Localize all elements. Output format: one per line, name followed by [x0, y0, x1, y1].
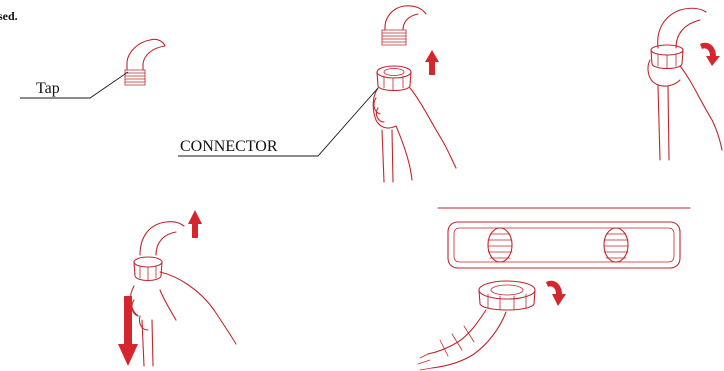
remove-illustration: [129, 221, 237, 367]
inlet-valve-left: [487, 227, 513, 263]
tap-leader-line: [20, 71, 129, 99]
tap-thread: [124, 69, 146, 86]
tap-illustration: [124, 38, 166, 86]
rotate-clockwise-icon-2: [546, 280, 566, 306]
arrow-up-icon: [425, 50, 439, 75]
hose-connector-illustration: [478, 280, 536, 311]
connector-illustration: [376, 65, 412, 92]
arrow-up-icon-2: [188, 210, 202, 238]
inlet-panel: [447, 221, 681, 269]
rotate-clockwise-icon: [700, 42, 720, 66]
tap-label: Tap: [36, 80, 60, 97]
connector-label: CONNECTOR: [180, 138, 278, 155]
tap-thread-2: [381, 29, 407, 46]
connector-leader-line: [178, 87, 379, 157]
tighten-illustration: [647, 7, 723, 161]
arrow-down-icon: [118, 296, 138, 366]
tap-top-illustration: [381, 5, 427, 46]
hand-illustration: [372, 87, 457, 183]
hose-illustration: [417, 309, 507, 371]
inlet-valve-right: [603, 227, 629, 263]
header-fragment: sed.: [0, 9, 18, 23]
